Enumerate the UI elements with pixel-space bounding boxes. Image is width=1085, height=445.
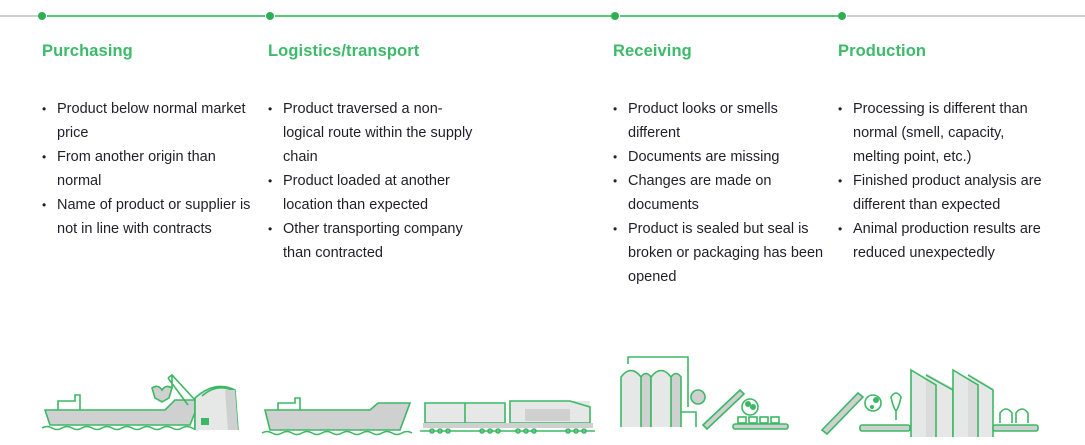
list-item: •Documents are missing [613, 145, 828, 169]
stage-title: Receiving [613, 42, 692, 60]
stage-purchasing: Purchasing •Product below normal market … [42, 42, 257, 241]
stage-indicator-list: •Product traversed a non-logical route w… [268, 97, 483, 265]
timeline-line-start [0, 15, 38, 17]
timeline-line-segment [620, 15, 838, 17]
silos-conveyor-icon [620, 356, 789, 431]
list-item: •Product below normal market price [42, 97, 257, 145]
timeline-line-segment [275, 15, 611, 17]
timeline-dot-logistics [266, 12, 274, 20]
bullet-icon: • [613, 174, 618, 188]
timeline-line-end [847, 15, 1085, 17]
factory-production-icon [820, 368, 1039, 437]
bullet-icon: • [268, 222, 273, 236]
list-item: •Other transporting company than contrac… [268, 217, 483, 265]
bullet-icon: • [42, 198, 47, 212]
cargo-ship-crane-warehouse-icon [41, 373, 239, 431]
stage-title: Production [838, 42, 927, 60]
bullet-icon: • [268, 174, 273, 188]
stage-indicator-list: •Product below normal market price •From… [42, 97, 257, 241]
stage-title: Logistics/transport [268, 42, 420, 60]
bullet-icon: • [42, 150, 47, 164]
bullet-icon: • [613, 150, 618, 164]
timeline-line-segment [47, 15, 265, 17]
bullet-icon: • [613, 102, 618, 116]
list-item: •Changes are made on documents [613, 169, 828, 217]
stage-indicator-list: •Product looks or smells different •Docu… [613, 97, 828, 289]
stage-logistics: Logistics/transport •Product traversed a… [268, 42, 483, 265]
list-item: •Processing is different than normal (sm… [838, 97, 1053, 169]
timeline-dot-purchasing [38, 12, 46, 20]
bullet-icon: • [838, 222, 843, 236]
stage-production: Production •Processing is different than… [838, 42, 1053, 265]
list-item: •Name of product or supplier is not in l… [42, 193, 257, 241]
list-item: •Product looks or smells different [613, 97, 828, 145]
ship-and-train-icon [261, 397, 595, 436]
stage-receiving: Receiving •Product looks or smells diffe… [613, 42, 828, 289]
timeline-dot-production [838, 12, 846, 20]
bullet-icon: • [838, 102, 843, 116]
list-item: •Product traversed a non-logical route w… [268, 97, 483, 169]
timeline-dot-receiving [611, 12, 619, 20]
list-item: •Product is sealed but seal is broken or… [613, 217, 828, 289]
stage-title: Purchasing [42, 42, 133, 60]
bullet-icon: • [268, 102, 273, 116]
list-item: •Animal production results are reduced u… [838, 217, 1053, 265]
list-item: •From another origin than normal [42, 145, 257, 193]
bullet-icon: • [42, 102, 47, 116]
bullet-icon: • [613, 222, 618, 236]
bullet-icon: • [838, 174, 843, 188]
list-item: •Product loaded at another location than… [268, 169, 483, 217]
stage-indicator-list: •Processing is different than normal (sm… [838, 97, 1053, 265]
list-item: •Finished product analysis are different… [838, 169, 1053, 217]
